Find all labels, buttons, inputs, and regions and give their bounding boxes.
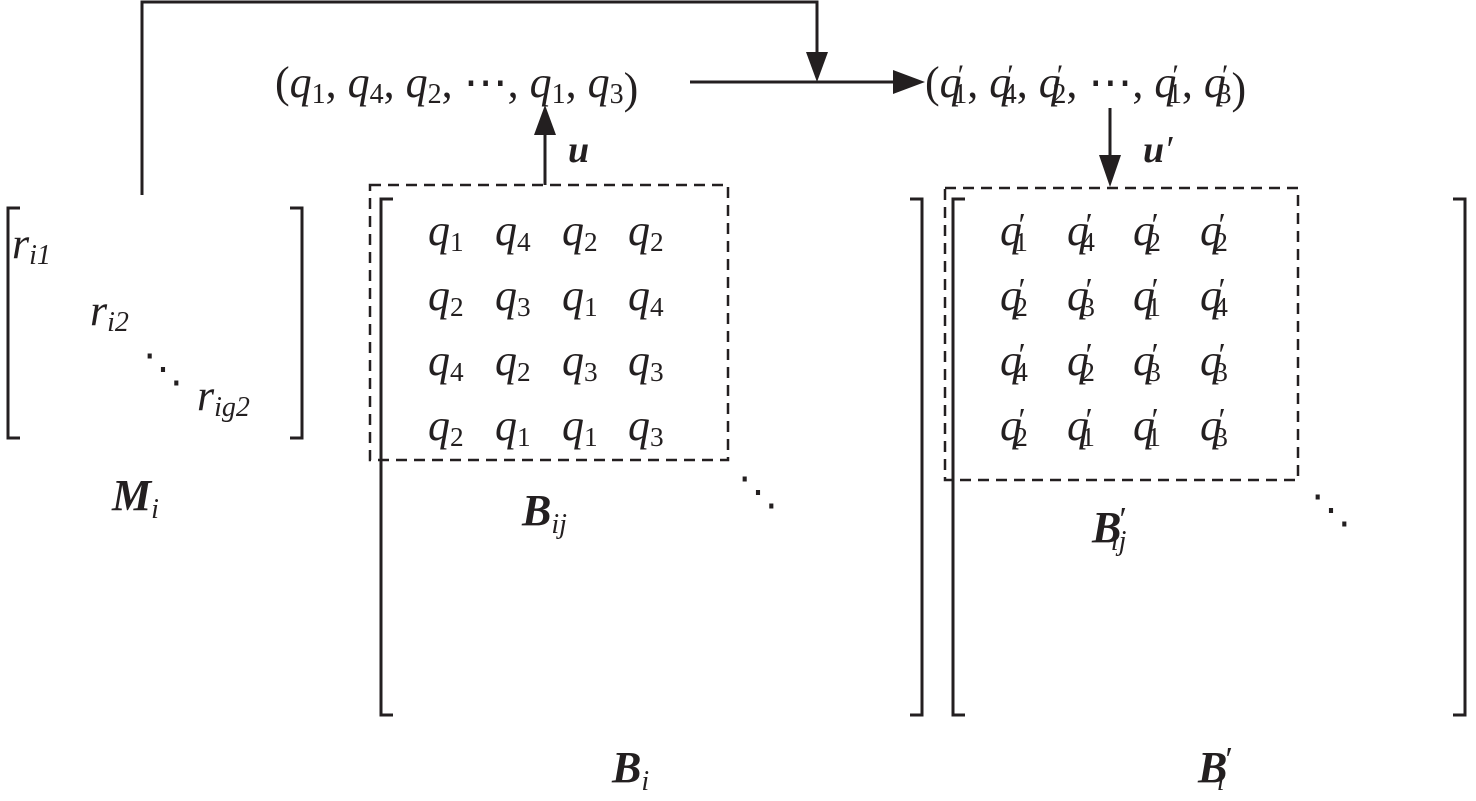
- arrow-u-prime-label: u′: [1143, 129, 1173, 171]
- matrix-entry: q′3: [1200, 401, 1228, 452]
- matrix-entry: q3: [495, 271, 531, 322]
- matrix-entry: q1: [562, 401, 598, 452]
- matrix-b-prime-label: B′i: [1197, 741, 1231, 797]
- matrix-entry: q′4: [1000, 336, 1028, 387]
- matrix-entry: q2: [562, 206, 598, 257]
- matrix-entry: q3: [628, 401, 664, 452]
- matrix-b-prime-ellipsis: ⋱: [1311, 487, 1351, 532]
- matrix-m-entry-2: ri2: [90, 286, 129, 338]
- matrix-b-ellipsis: ⋱: [738, 469, 778, 514]
- block-b-ij-entries: q1 q4 q2 q2 q2 q3 q1 q4 q4 q2 q3 q3 q2 q1 q1 q3: [428, 206, 664, 452]
- matrix-m-entry-1: ri1: [12, 219, 51, 271]
- matrix-entry: q′2: [1000, 401, 1028, 452]
- matrix-m-left-bracket: [6, 206, 20, 440]
- tuple-q: (q1, q4, q2, ⋯, q1, q3): [275, 58, 638, 113]
- arrow-u-label: u: [568, 129, 589, 171]
- connector-line-m-to-junction: [140, 0, 819, 195]
- matrix-entry: q′1: [1000, 206, 1028, 257]
- matrix-entry: q′1: [1133, 271, 1161, 322]
- matrix-m-entry-3: rig2: [197, 371, 250, 423]
- matrix-entry: q′2: [1133, 206, 1161, 257]
- matrix-b-right-bracket: [910, 197, 924, 717]
- matrix-entry: q4: [428, 336, 464, 387]
- tuple-text: (q1, q4, q2, ⋯, q1, q3): [275, 58, 638, 113]
- matrix-entry: q2: [428, 271, 464, 322]
- matrix-entry: q4: [628, 271, 664, 322]
- matrix-m-right-bracket: [290, 206, 304, 440]
- block-b-ij-prime-label: B′ij: [1091, 501, 1127, 557]
- matrix-entry: q2: [495, 336, 531, 387]
- matrix-m-label: Mi: [111, 471, 159, 525]
- matrix-entry: q′2: [1000, 271, 1028, 322]
- arrowhead-right: [893, 70, 925, 94]
- block-b-ij-prime-entries: q′1 q′4 q′2 q′2 q′2 q′3 q′1 q′4 q′4 q′2 q′3 q′3 q′2 q…: [1000, 206, 1228, 452]
- matrix-entry: q4: [495, 206, 531, 257]
- matrix-entry: q1: [428, 206, 464, 257]
- matrix-entry: q′3: [1200, 336, 1228, 387]
- block-b-ij-dashed-box: [368, 183, 730, 462]
- arrowhead-down-u-prime: [1099, 155, 1121, 187]
- tuple-q-prime: (q′1, q′4, q′2, ⋯, q′1, q′3): [925, 58, 1246, 113]
- arrowhead-up-u: [534, 105, 556, 135]
- arrowhead-down-junction: [806, 52, 828, 82]
- matrix-entry: q′3: [1067, 271, 1095, 322]
- matrix-entry: q2: [628, 206, 664, 257]
- matrix-entry: q′3: [1133, 336, 1161, 387]
- block-b-ij-label: Bij: [521, 486, 567, 540]
- matrix-b-left-bracket: [379, 197, 393, 717]
- matrix-b-prime-left-bracket: [951, 197, 965, 717]
- matrix-b-prime-right-bracket: [1453, 197, 1467, 717]
- tuple-text: (q′1, q′4, q′2, ⋯, q′1, q′3): [925, 58, 1246, 113]
- matrix-entry: q3: [562, 336, 598, 387]
- matrix-entry: q′2: [1200, 206, 1228, 257]
- block-b-ij-prime-dashed-box: [943, 186, 1300, 482]
- matrix-entry: q′2: [1067, 336, 1095, 387]
- matrix-entry: q′4: [1067, 206, 1095, 257]
- matrix-entry: q2: [428, 401, 464, 452]
- matrix-entry: q1: [495, 401, 531, 452]
- matrix-b-label: Bi: [611, 743, 649, 797]
- matrix-entry: q′4: [1200, 271, 1228, 322]
- matrix-m-ellipsis: ⋱: [143, 346, 183, 391]
- matrix-entry: q1: [562, 271, 598, 322]
- matrix-entry: q′1: [1133, 401, 1161, 452]
- matrix-entry: q′1: [1067, 401, 1095, 452]
- matrix-entry: q3: [628, 336, 664, 387]
